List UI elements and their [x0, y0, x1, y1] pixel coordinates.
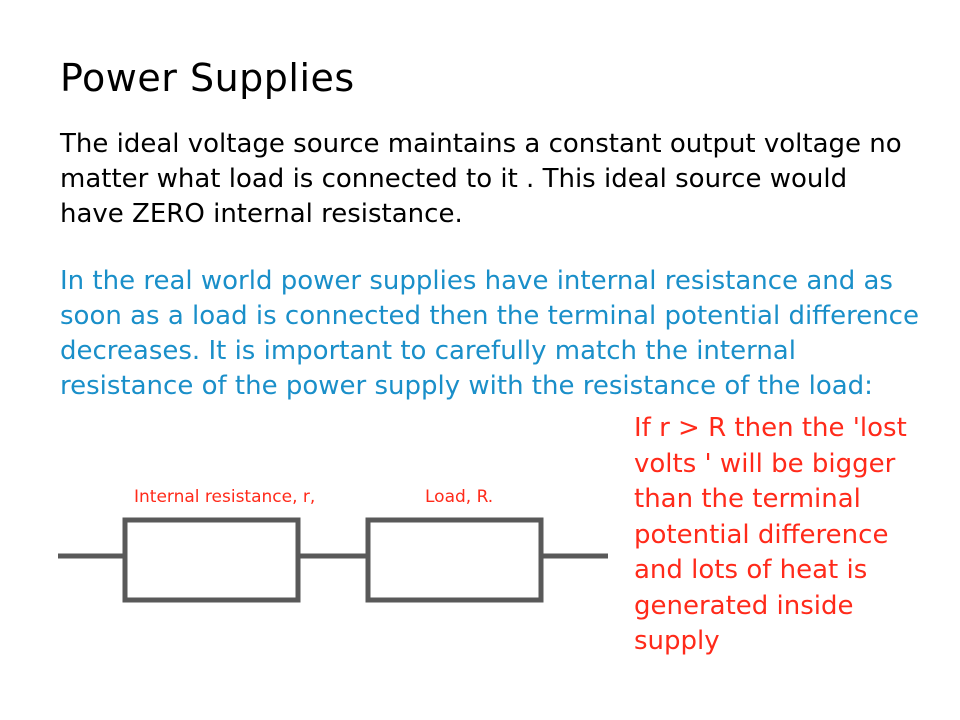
internal-resistance-label: Internal resistance, r,	[134, 487, 315, 507]
slide-title: Power Supplies	[60, 56, 355, 100]
internal-resistor-box	[122, 517, 301, 603]
real-world-paragraph: In the real world power supplies have in…	[60, 266, 919, 401]
lost-volts-note: If r > R then the 'lost volts ' will be …	[634, 411, 934, 660]
ideal-source-paragraph: The ideal voltage source maintains a con…	[60, 129, 902, 229]
load-resistor-box	[365, 517, 544, 603]
circuit-diagram: Internal resistance, r, Load, R.	[58, 487, 608, 603]
load-label: Load, R.	[425, 487, 493, 507]
